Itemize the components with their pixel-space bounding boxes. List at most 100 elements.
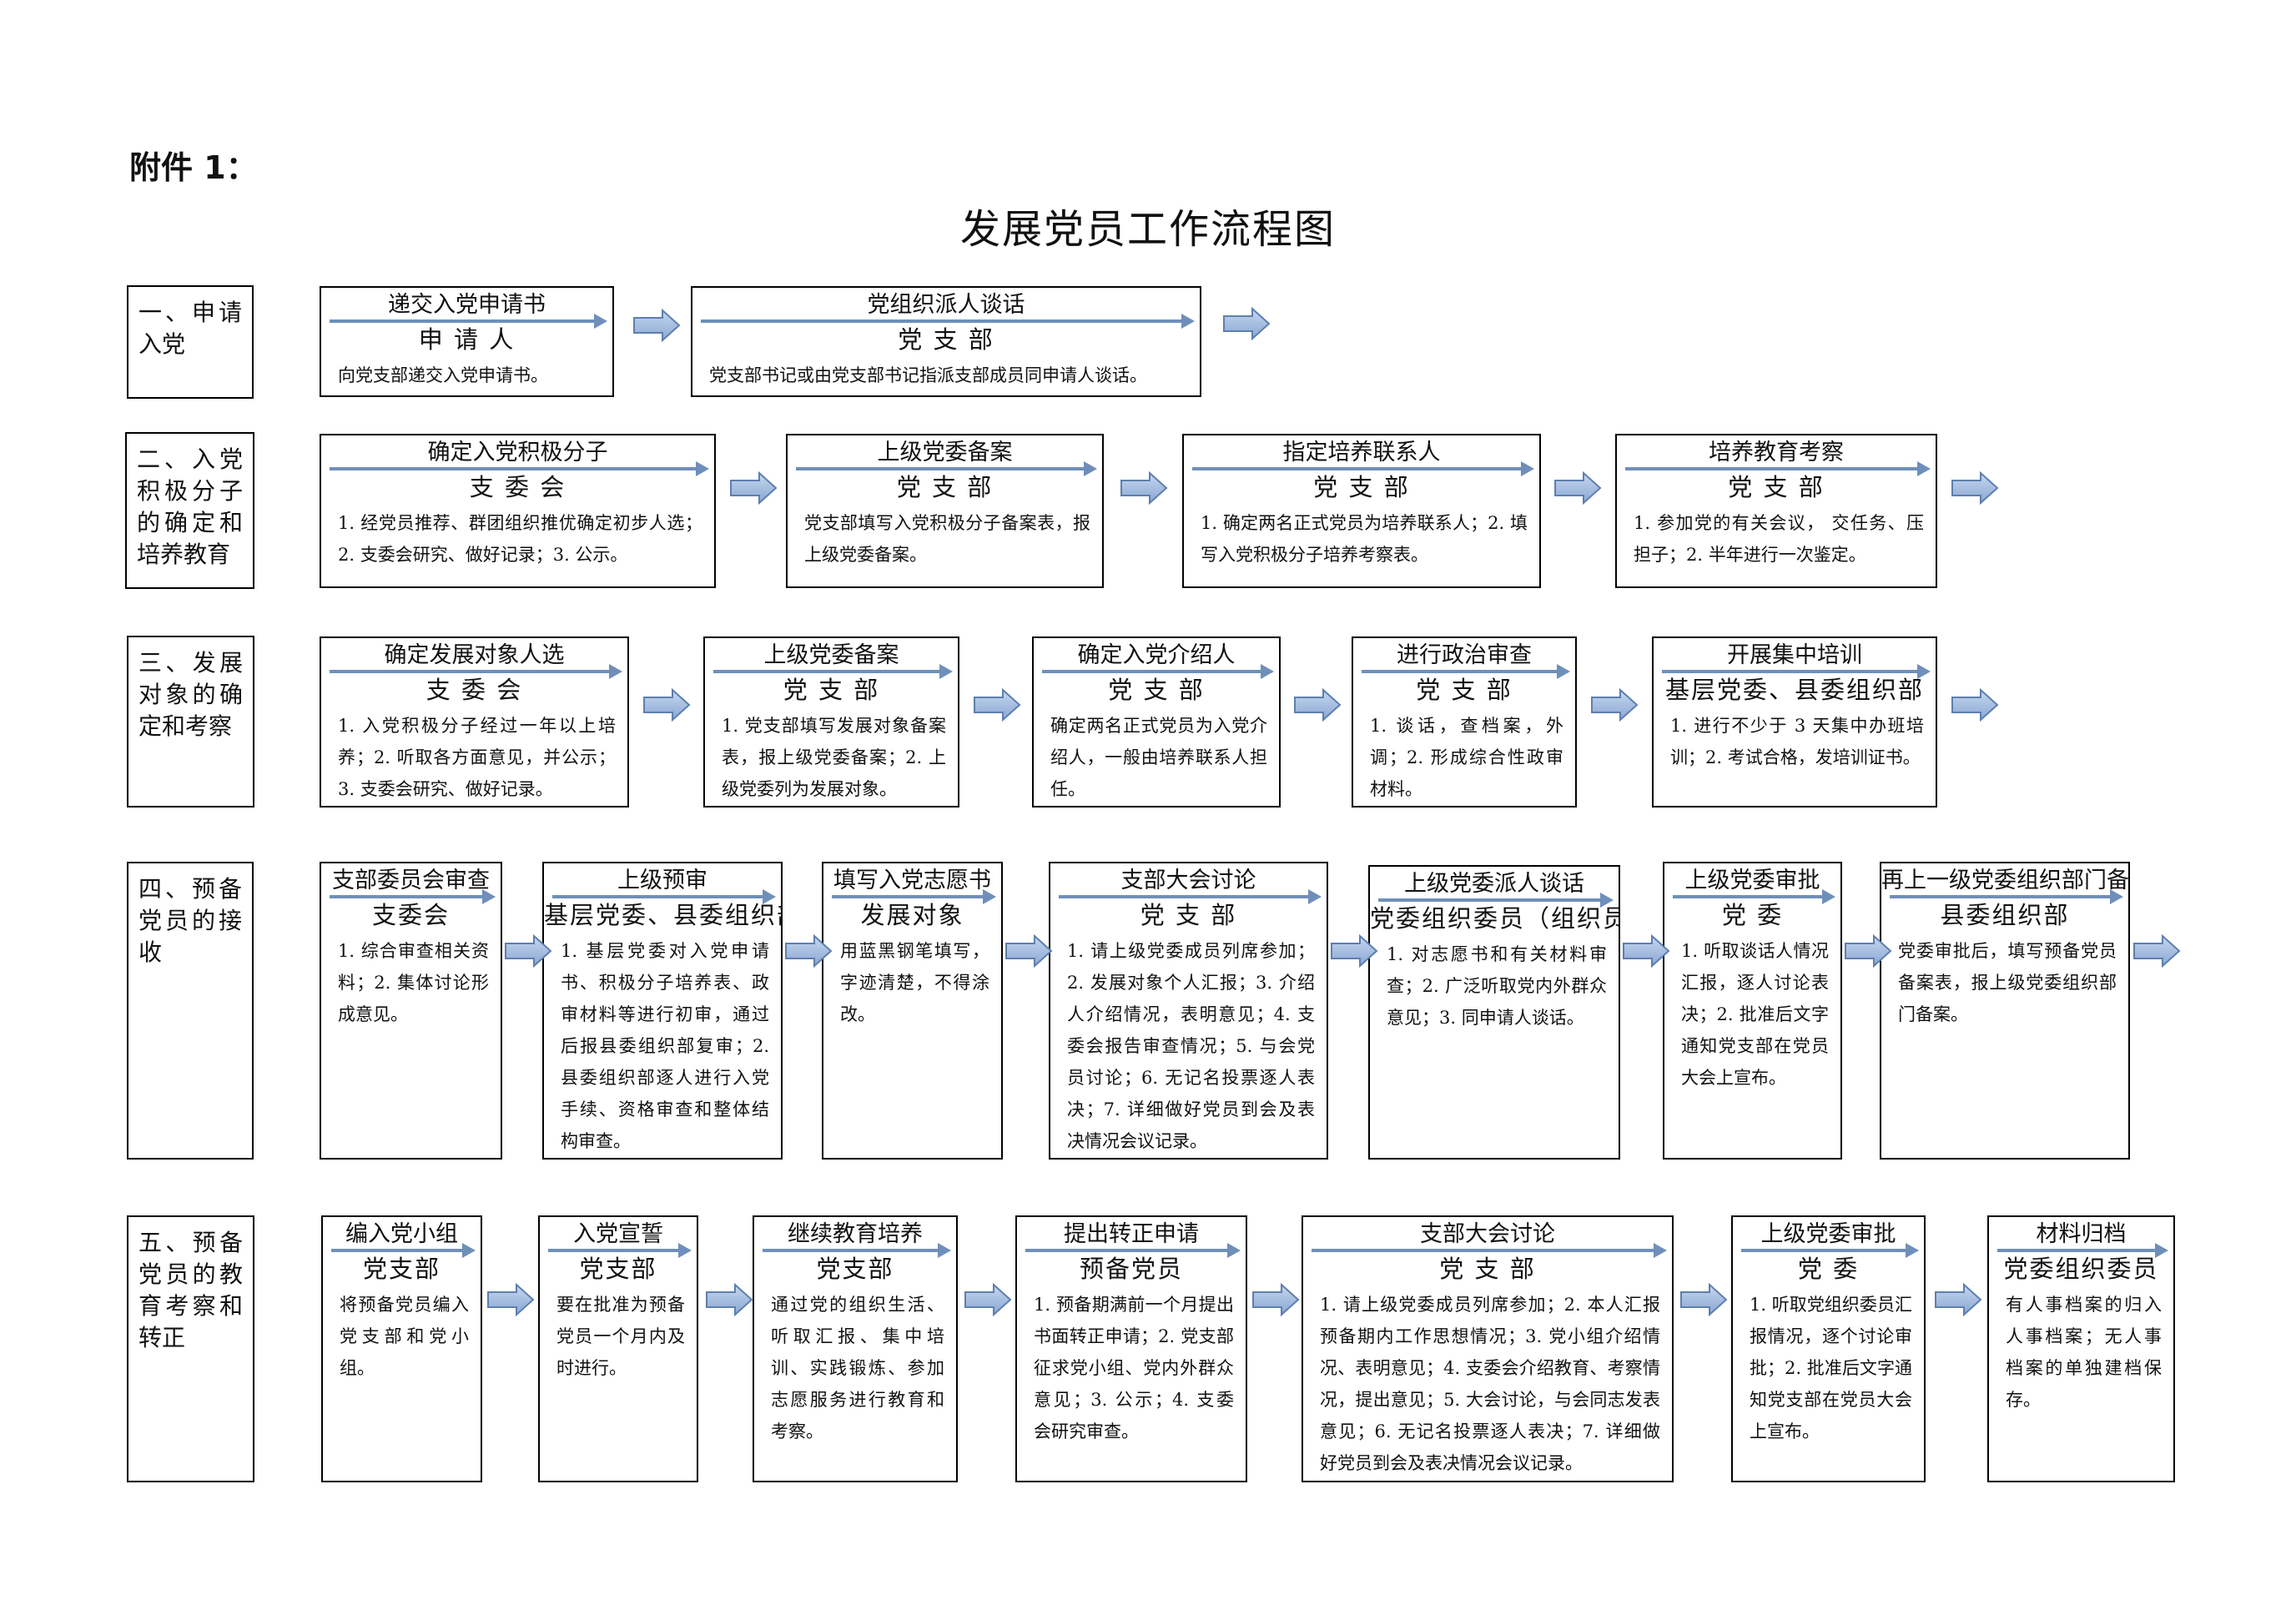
step-role: 申 请 人: [418, 325, 516, 354]
step-role: 预备党员: [1079, 1255, 1183, 1283]
flow-arrow-icon: [1951, 688, 1999, 722]
step-role: 党 支 部: [1313, 473, 1410, 501]
step-title: 入党宣誓: [573, 1221, 663, 1247]
step-description: 有人事档案的归入人事档案；无人事档案的单独建档保存。: [2006, 1295, 2162, 1410]
step-box: 编入党小组党支部将预备党员编入党支部和党小组。: [321, 1215, 482, 1482]
step-title: 提出转正申请: [1064, 1221, 1199, 1247]
step-description: 1. 进行不少于 3 天集中办班培训；2. 考试合格，发培训证书。: [1670, 716, 1924, 767]
flow-arrow-icon: [1223, 307, 1271, 340]
step-arrow-line: [1042, 664, 1274, 679]
step-arrow-line: [1059, 889, 1322, 904]
step-arrow-line: [763, 1243, 951, 1258]
step-arrow-line: [713, 664, 953, 679]
step-box: 支部大会讨论党 支 部 1. 请上级党委成员列席参加；2. 本人汇报预备期内工作思…: [1302, 1215, 1674, 1482]
step-role: 基层党委、县委组织部: [544, 901, 783, 929]
step-role: 支 委 会: [425, 676, 523, 704]
step-title: 上级党委审批: [1684, 868, 1820, 893]
step-role: 党 支 部: [898, 325, 994, 354]
flow-arrow-icon: [1623, 934, 1670, 968]
step-arrow-line: [1741, 1243, 1919, 1258]
step-title: 材料归档: [2036, 1221, 2127, 1247]
step-role: 党支部: [362, 1255, 441, 1283]
step-arrow-line: [1890, 889, 2123, 904]
flow-arrow-icon: [1331, 934, 1378, 968]
step-arrow-line: [1378, 893, 1614, 908]
step-box: 材料归档党委组织委员有人事档案的归入人事档案；无人事档案的单独建档保存。: [1987, 1215, 2175, 1482]
step-role: 党 支 部: [1416, 676, 1513, 704]
stage-label: 一、申请入党: [127, 285, 254, 399]
attachment-label: 附件 1：: [129, 149, 258, 186]
step-description: 1. 预备期满前一个月提出书面转正申请；2. 党支部征求党小组、党内外群众意见；…: [1034, 1295, 1234, 1441]
step-arrow-line: [330, 889, 496, 904]
step-title: 支部大会讨论: [1120, 868, 1256, 893]
step-description: 1. 综合审查相关资料；2. 集体讨论形成意见。: [338, 941, 489, 1024]
step-box: 上级预审基层党委、县委组织部 1. 基层党委对入党申请书、积极分子培养表、政审材料…: [542, 862, 783, 1160]
step-description: 用蓝黑钢笔填写，字迹清楚，不得涂改。: [840, 941, 989, 1024]
step-title: 开展集中培训: [1727, 642, 1862, 668]
step-role: 党 支 部: [896, 473, 994, 501]
step-arrow-line: [701, 314, 1195, 329]
flow-arrow-icon: [785, 934, 833, 968]
step-role: 党 支 部: [1108, 676, 1205, 704]
step-arrow-line: [330, 461, 709, 476]
step-title: 培养教育考察: [1709, 440, 1844, 465]
step-arrow-line: [1662, 664, 1931, 679]
step-role: 党委组织委员: [2003, 1255, 2159, 1283]
step-description: 1. 听取党组织委员汇报情况，逐个讨论审批；2. 批准后文字通知党支部在党员大会…: [1750, 1295, 1912, 1441]
step-arrow-line: [330, 664, 622, 679]
step-description: 1. 请上级党委成员列席参加；2. 发展对象个人汇报；3. 介绍人介绍情况，表明…: [1067, 941, 1315, 1151]
flow-arrow-icon: [487, 1283, 535, 1316]
step-description: 1. 基层党委对入党申请书、积极分子培养表、政审材料等进行初审，通过后报县委组织…: [561, 941, 769, 1151]
step-description: 1. 对志愿书和有关材料审查；2. 广泛听取党内外群众意见；3. 同申请人谈话。: [1387, 944, 1607, 1028]
step-role: 党 支 部: [783, 676, 880, 704]
step-box: 提出转正申请预备党员 1. 预备期满前一个月提出书面转正申请；2. 党支部征求党小…: [1015, 1215, 1247, 1482]
step-role: 基层党委、县委组织部: [1664, 676, 1924, 704]
step-arrow-line: [330, 314, 607, 329]
step-arrow-line: [1312, 1243, 1667, 1258]
step-role: 党 支 部: [1439, 1255, 1536, 1283]
step-arrow-line: [331, 1243, 476, 1258]
step-title: 支部大会讨论: [1420, 1221, 1555, 1247]
flow-arrow-icon: [1845, 934, 1892, 968]
step-box: 确定发展对象人选支 委 会 1. 入党积极分子经过一年以上培养；2. 听取各方面意…: [320, 636, 629, 807]
step-description: 要在批准为预备党员一个月内及时进行。: [556, 1295, 685, 1378]
step-description: 党支部填写入党积极分子备案表，报上级党委备案。: [804, 513, 1090, 565]
step-role: 党支部: [579, 1255, 657, 1283]
step-title: 上级党委备案: [877, 440, 1013, 465]
flow-arrow-icon: [1120, 471, 1168, 505]
flow-arrow-icon: [1935, 1283, 1982, 1316]
step-description: 1. 经党员推荐、群团组织推优确定初步人选；2. 支委会研究、做好记录；3. 公…: [338, 513, 702, 565]
step-description: 向党支部递交入党申请书。: [338, 365, 548, 385]
step-title: 编入党小组: [345, 1221, 458, 1247]
stage-label: 二、入党积极分子的确定和培养教育: [125, 432, 254, 589]
step-title: 上级预审: [617, 868, 707, 893]
step-title: 党组织派人谈话: [867, 292, 1025, 318]
step-arrow-line: [1025, 1243, 1241, 1258]
step-description: 1. 入党积极分子经过一年以上培养；2. 听取各方面意见，并公示；3. 支委会研…: [338, 716, 616, 799]
step-box: 再上一级党委组织部门备案县委组织部党委审批后，填写预备党员备案表，报上级党委组织…: [1880, 862, 2130, 1160]
step-description: 1. 请上级党委成员列席参加；2. 本人汇报预备期内工作思想情况；3. 党小组介…: [1320, 1295, 1660, 1473]
step-arrow-line: [1997, 1243, 2168, 1258]
step-box: 继续教育培养党支部通过党的组织生活、听取汇报、集中培训、实践锻炼、参加志愿服务进…: [753, 1215, 958, 1482]
step-title: 指定培养联系人: [1282, 440, 1441, 465]
step-description: 确定两名正式党员为入党介绍人，一般由培养联系人担任。: [1050, 716, 1267, 799]
step-description: 党支部书记或由党支部书记指派支部成员同申请人谈话。: [709, 365, 1147, 385]
step-description: 1. 参加党的有关会议， 交任务、压担子；2. 半年进行一次鉴定。: [1634, 513, 1924, 565]
step-box: 递交入党申请书申 请 人向党支部递交入党申请书。: [320, 286, 614, 397]
step-title: 确定入党积极分子: [427, 440, 608, 465]
step-description: 将预备党员编入党支部和党小组。: [340, 1295, 469, 1378]
page-title: 发展党员工作流程图: [959, 206, 1336, 253]
flow-arrow-icon: [643, 688, 691, 722]
stage-label: 三、发展对象的确定和考察: [127, 636, 254, 807]
step-role: 党 委: [1721, 901, 1784, 929]
step-title: 确定发展对象人选: [384, 642, 565, 668]
step-box: 入党宣誓党支部要在批准为预备党员一个月内及时进行。: [538, 1215, 698, 1482]
flow-arrow-icon: [505, 934, 552, 968]
stage-label: 四、预备党员的接收: [127, 862, 254, 1160]
